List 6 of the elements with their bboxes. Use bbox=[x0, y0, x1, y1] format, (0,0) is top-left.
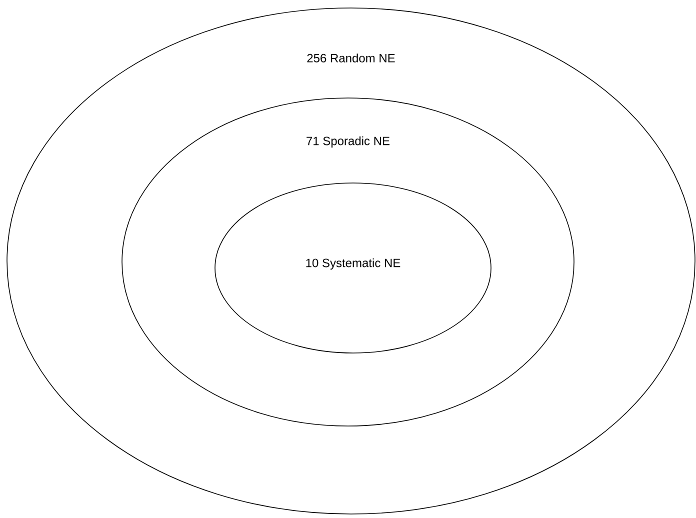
ellipse bbox=[214, 182, 492, 354]
ellipse-label: 10 Systematic NE bbox=[306, 258, 400, 270]
ellipse-label: 256 Random NE bbox=[307, 54, 395, 62]
ellipse bbox=[122, 98, 574, 426]
ellipse bbox=[6, 8, 696, 514]
ellipse-label: 71 Sporadic NE bbox=[306, 136, 390, 148]
